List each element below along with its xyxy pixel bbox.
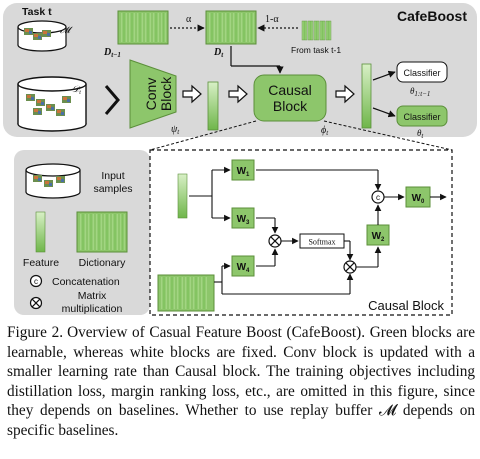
classifier-old: [396, 61, 448, 83]
dict-current-label: Dt: [213, 47, 224, 59]
psi-label: ψt: [171, 124, 180, 136]
caption-text: Overview of Casual Feature Boost (CafeBo…: [7, 324, 475, 439]
phi-label: ϕt: [321, 125, 329, 137]
conv-block-label: ConvBlock: [143, 76, 174, 111]
legend-matmul-icon: [29, 296, 43, 310]
dictionary-prev: [117, 10, 169, 45]
replay-buffer-icon: [17, 20, 67, 52]
buffer-symbol: 𝓜: [60, 25, 73, 35]
chevron-right-icon: [104, 85, 120, 115]
figure-label: Figure 2.: [7, 324, 64, 341]
architecture-diagram: CafeBoost Task t 𝓜 𝒟t ConvBlock ψt: [3, 3, 477, 316]
theta-new-label: θt: [417, 128, 424, 140]
causal-block: [253, 74, 327, 122]
concat-symbol: c: [376, 193, 380, 202]
classifier-new-label: Classifier: [403, 112, 440, 122]
to-new-classifier-arrow: [372, 107, 396, 118]
w3-block: [231, 207, 255, 229]
w1-label: W1: [237, 166, 250, 178]
matmul-2-icon: [343, 260, 357, 274]
legend-concatenation-label: Concatenation: [52, 276, 120, 288]
w4-block: [231, 255, 255, 277]
alpha-label: α: [186, 14, 192, 25]
dictionary-from-prev-task: [301, 20, 332, 41]
figure-caption: Figure 2.Overview of Casual Feature Boos…: [7, 323, 475, 441]
to-old-classifier-arrow: [372, 70, 396, 81]
matmul-1-icon: [268, 234, 282, 248]
from-task-label: From task t-1: [291, 45, 341, 55]
causal-detail-title: Causal Block: [368, 298, 444, 313]
dictionary-current: [205, 10, 257, 45]
dict-prev-label: Dt−1: [103, 47, 121, 59]
arrow-right-icon: [182, 84, 202, 104]
w1-block: [231, 159, 255, 181]
legend-feature-icon: [35, 211, 46, 253]
zoom-guide-right: [323, 120, 453, 151]
task-label: Task t: [22, 6, 52, 18]
detail-input-feature: [177, 173, 188, 219]
legend-feature-label: Feature: [23, 257, 59, 269]
classifier-old-label: Classifier: [403, 68, 440, 78]
dataset-symbol: 𝒟t: [72, 84, 81, 96]
causal-feature-vector: [361, 63, 372, 129]
legend-dictionary-label: Dictionary: [79, 257, 126, 269]
one-minus-alpha-label: 1-α: [265, 14, 279, 25]
classifier-new: [396, 105, 448, 127]
softmax-label: Softmax: [308, 238, 335, 247]
conv-block: [129, 59, 177, 129]
dataset-icon: [17, 76, 87, 132]
legend-dictionary-icon: [76, 211, 128, 253]
legend-concat-symbol: c: [34, 277, 38, 286]
input-samples-icon: [25, 163, 81, 199]
panel-title: CafeBoost: [397, 8, 467, 24]
zoom-guide-left: [149, 120, 257, 151]
theta-old-label: θ1:t−1: [410, 86, 430, 98]
conv-feature-vector: [207, 81, 219, 131]
w0-label: W0: [412, 193, 425, 205]
w2-label: W2: [372, 231, 385, 243]
w3-label: W3: [237, 214, 250, 226]
w4-label: W4: [237, 262, 250, 274]
detail-dictionary: [157, 274, 215, 312]
arrow-right-icon: [335, 84, 355, 104]
arrow-right-icon: [228, 84, 248, 104]
legend-concat-icon: [29, 274, 43, 288]
